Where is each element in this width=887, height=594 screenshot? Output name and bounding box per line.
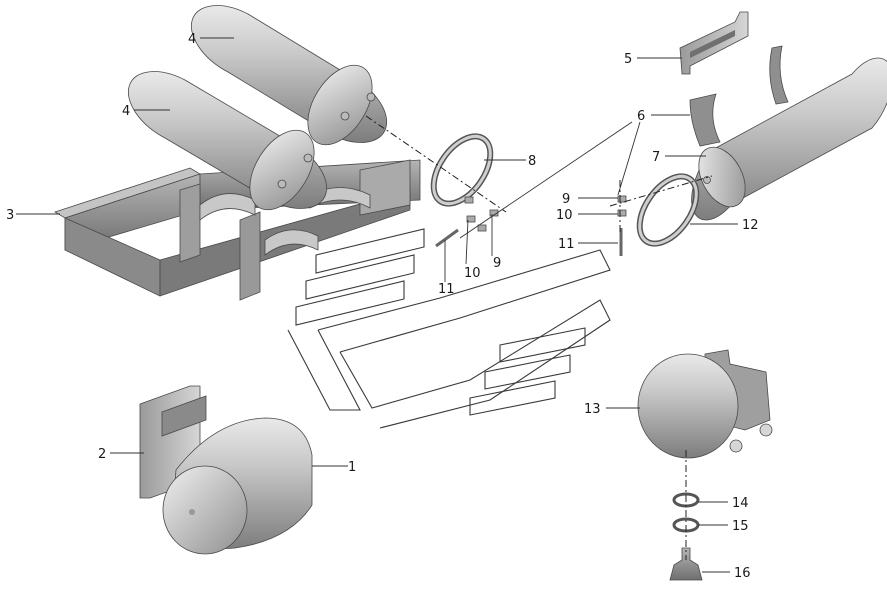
saddle-pads	[689, 45, 789, 147]
callout-6: 6	[637, 109, 645, 124]
leader-lines	[16, 37, 738, 573]
front-air-tank	[139, 385, 313, 555]
callout-16: 16	[734, 566, 751, 581]
long-air-tank	[691, 57, 887, 221]
callout-4-upper: 4	[188, 32, 196, 47]
callout-7: 7	[652, 150, 660, 165]
air-tank-lower	[127, 71, 328, 211]
callout-12: 12	[742, 218, 759, 233]
callout-5: 5	[624, 52, 632, 67]
reservoir-tank	[637, 349, 773, 459]
callout-13: 13	[584, 402, 601, 417]
callout-4-lower: 4	[122, 104, 130, 119]
callout-14: 14	[732, 496, 749, 511]
callout-labels: 1 2 3 4 4 5 6 7 8 9 10 11 9 10 11 12 13 …	[6, 32, 759, 581]
strap-fasteners	[435, 195, 627, 256]
callout-9-left: 9	[493, 256, 501, 271]
callout-9-right: 9	[562, 192, 570, 207]
callout-11-right: 11	[558, 237, 575, 252]
callout-8: 8	[528, 154, 536, 169]
callout-10-left: 10	[464, 266, 481, 281]
mounting-bracket	[679, 11, 749, 75]
assembly-axes	[365, 115, 713, 560]
tank-strap-left	[430, 133, 494, 207]
callout-11-left: 11	[438, 282, 455, 297]
callout-10-right: 10	[556, 208, 573, 223]
background-logo-outline	[287, 228, 611, 429]
callout-15: 15	[732, 519, 749, 534]
callout-1: 1	[348, 460, 356, 475]
callout-3: 3	[6, 208, 14, 223]
tank-strap-right	[636, 173, 700, 247]
air-tank-upper	[190, 5, 388, 146]
callout-2: 2	[98, 447, 106, 462]
